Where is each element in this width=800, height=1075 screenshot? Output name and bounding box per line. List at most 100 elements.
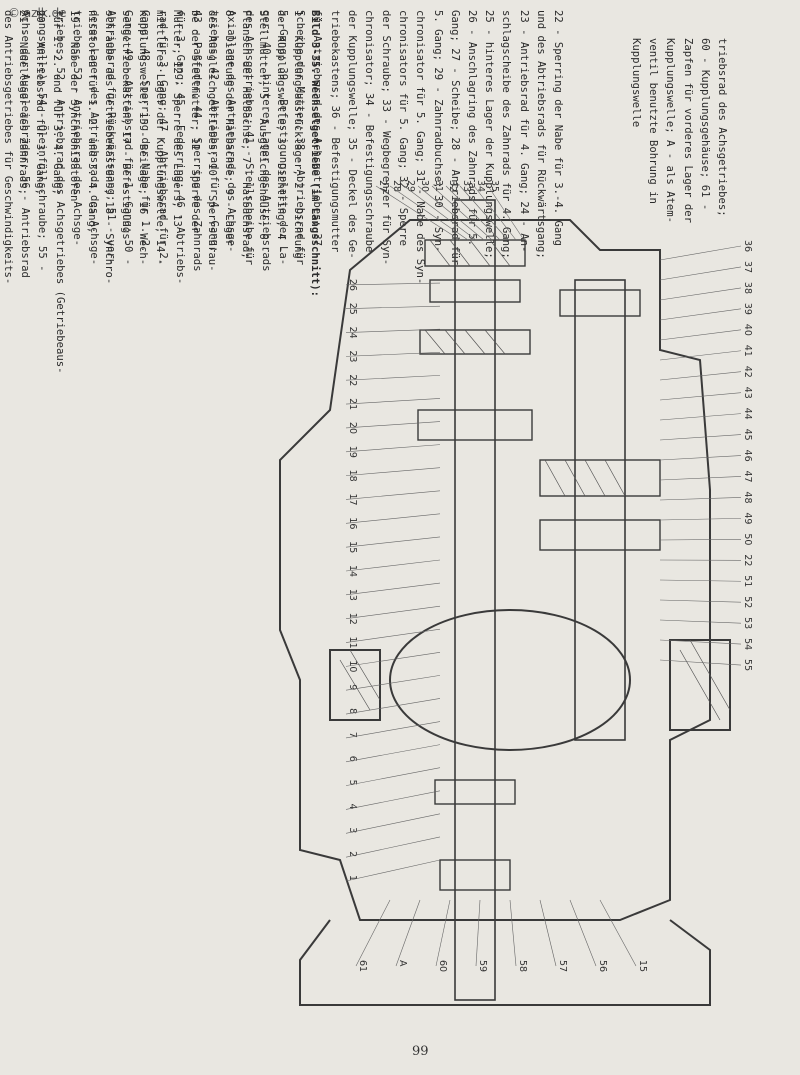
leader-line (659, 245, 742, 261)
leader-line (355, 899, 391, 967)
leader-line (659, 619, 742, 624)
caption-line: Gang; 49 - Abtriebsrad für 1. Gang; 50 - (122, 10, 135, 266)
bearing-middle (434, 779, 516, 805)
callout-number: 9 (347, 684, 358, 690)
leader-line (659, 371, 742, 381)
callout-number: 27 (377, 180, 388, 192)
synchronizer-1-2 (539, 459, 661, 497)
callout-number: 8 (347, 708, 358, 714)
leader-line (659, 659, 742, 666)
callout-number: 22 (742, 554, 753, 566)
callout-number: 35 (489, 180, 500, 192)
leader-line (345, 790, 441, 810)
leader-line (345, 652, 441, 667)
callout-number: 32 (447, 180, 458, 192)
callout-number: 30 (419, 180, 430, 192)
gearbox-section-drawing: 1234567891011121314151617181920212223242… (279, 180, 753, 1006)
bearing-rear-output (559, 289, 641, 317)
callout-number: A (397, 960, 408, 967)
leader-line (345, 467, 441, 476)
callout-number: 60 (437, 960, 448, 972)
leader-line (395, 899, 421, 967)
callout-number: 51 (742, 575, 753, 587)
leader-line (431, 185, 493, 241)
clutch-shaft (454, 199, 496, 1001)
callout-number: 12 (347, 613, 358, 625)
leader-line (345, 421, 441, 429)
callout-number: 15 (637, 960, 648, 972)
leader-line (569, 899, 597, 967)
callout-number: 7 (347, 732, 358, 738)
leader-line (659, 413, 742, 421)
callout-number: 29 (405, 180, 416, 192)
caption-line: Axiallage des Antriebsrads des Achsge- (225, 10, 238, 253)
callout-number: 48 (742, 491, 753, 503)
leader-line (659, 639, 742, 645)
caption-line: Achse der Ausgleichräder; 56 - Antriebsr… (19, 10, 32, 278)
callout-number: 13 (347, 589, 358, 601)
leader-line (599, 899, 637, 967)
caption-line: des Antriebsgetriebes für Geschwindigkei… (2, 10, 14, 285)
callout-number: 39 (742, 303, 753, 315)
housing-outline (279, 219, 711, 921)
differential-housing (389, 609, 631, 751)
leader-line (403, 185, 477, 241)
callout-number: 56 (597, 960, 608, 972)
leader-line (345, 444, 441, 453)
leader-line (345, 375, 441, 381)
gear-4th-drive (419, 329, 531, 355)
callout-number: 46 (742, 450, 753, 462)
caption-line: 43 - Paßfeder; 44 - Sperring des Zahnrad… (191, 10, 204, 272)
callout-number: 3 (347, 827, 358, 833)
callout-number: 42 (742, 366, 753, 378)
leader-line (345, 352, 441, 357)
leader-line (345, 305, 441, 309)
leader-line (345, 859, 441, 882)
caption-line: rad für 3. Gang; 47 - Abtriebsrad für 2. (156, 10, 169, 266)
clutch-housing (299, 919, 711, 1006)
leader-line (659, 497, 742, 501)
callout-number: 6 (347, 756, 358, 762)
leader-line (539, 899, 557, 967)
caption-line: Gang; 48 - Sperring der Nabe für 1.-2. (139, 10, 152, 253)
leader-line (445, 185, 501, 241)
callout-number: 49 (742, 512, 753, 524)
gear-3rd-drive (417, 409, 533, 441)
caption-line: deres Lager des Antriebsrads des Achsge- (87, 10, 100, 266)
callout-number: 11 (347, 637, 358, 649)
callout-number: 2 (347, 851, 358, 857)
gear-5th-drive (424, 239, 526, 267)
leader-line (473, 185, 517, 241)
leader-line (345, 767, 441, 786)
callout-number: 21 (347, 398, 358, 410)
callout-number: 37 (742, 261, 753, 273)
caption-line: gangswelle); 54 - Öleinfüllschraube; 55 … (36, 10, 49, 272)
callout-number: 47 (742, 470, 753, 482)
leader-line (659, 434, 742, 441)
callout-number: 50 (742, 533, 753, 545)
callout-number: 57 (557, 960, 568, 972)
leader-line (475, 899, 481, 967)
leader-line (345, 721, 441, 739)
callout-number: 54 (742, 638, 753, 650)
leader-line (345, 490, 441, 500)
callout-number: 45 (742, 429, 753, 441)
callout-number: 33 (461, 180, 472, 192)
callout-number: 28 (391, 180, 402, 192)
caption-line: triebes; 42 - Abtriebsrad für 4. Gang; (208, 10, 221, 253)
leader-line (345, 813, 441, 834)
leader-line (659, 392, 742, 401)
callout-number: 19 (347, 446, 358, 458)
site-watermark-label: © azlk.de (8, 6, 67, 20)
leader-line (659, 287, 742, 301)
leader-line (417, 185, 485, 241)
leader-line (659, 350, 742, 361)
bearing-front (439, 859, 511, 891)
callout-number: 41 (742, 345, 753, 357)
callout-number: 23 (347, 350, 358, 362)
callout-number: 43 (742, 387, 753, 399)
page-number: 99 (412, 1044, 429, 1059)
caption-line: triebes; 52 - Antriebsrad des Achsgetrie… (53, 10, 66, 374)
caption-line: für 3. Gang; 45 - Federring; 46 - Abtrie… (173, 10, 186, 285)
leader-line (659, 599, 742, 603)
